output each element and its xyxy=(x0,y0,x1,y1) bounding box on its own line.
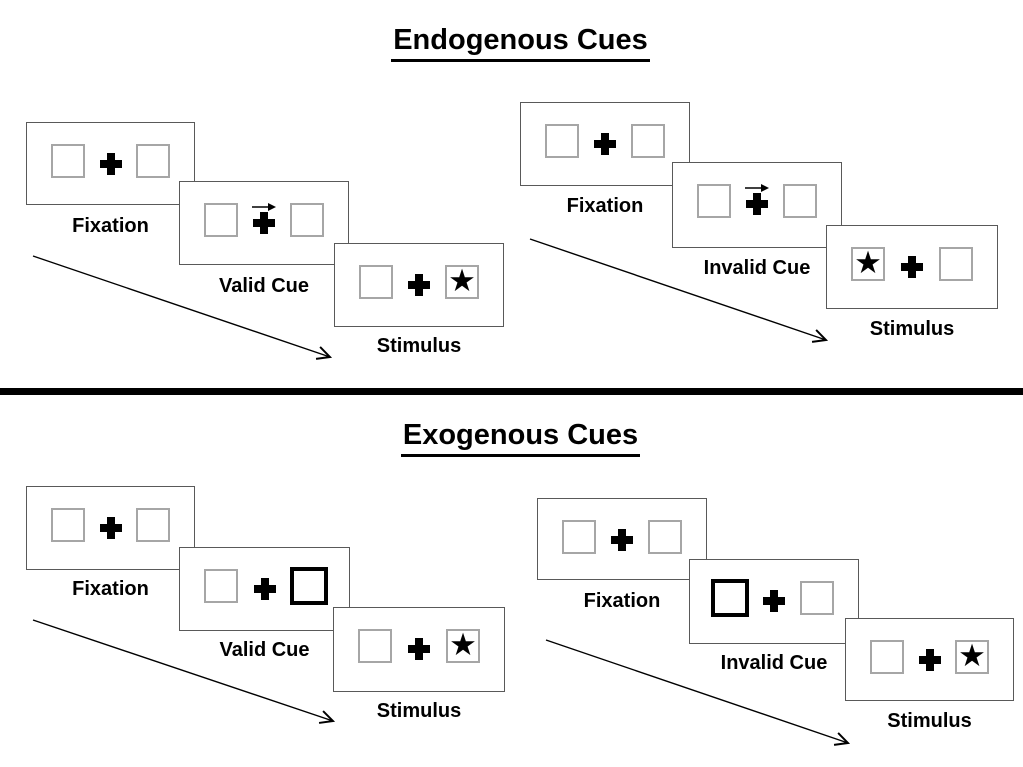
panel-label: Valid Cue xyxy=(219,639,310,661)
panel-valid-cue xyxy=(179,547,350,631)
panel-invalid-cue xyxy=(689,559,859,644)
panel-label: Fixation xyxy=(566,195,644,217)
timeline-arrow xyxy=(32,255,333,360)
section-title-endogenous: Endogenous Cues xyxy=(0,24,1023,62)
placeholder-box-left xyxy=(51,508,85,542)
star-icon: ★ xyxy=(448,263,476,298)
timeline-arrow xyxy=(32,619,336,724)
panel-invalid-cue xyxy=(672,162,842,248)
placeholder-box-left xyxy=(870,640,904,674)
cue-arrow-icon xyxy=(745,184,769,192)
section-title-text: Endogenous Cues xyxy=(391,24,650,62)
panel-label: Fixation xyxy=(583,590,661,612)
section-title-text: Exogenous Cues xyxy=(400,419,641,457)
placeholder-box-left xyxy=(562,520,596,554)
section-divider xyxy=(0,388,1023,395)
panel-fixation xyxy=(26,486,195,570)
timeline-arrow xyxy=(529,238,829,343)
placeholder-box-left xyxy=(204,569,238,603)
panel-label: Invalid Cue xyxy=(703,257,811,279)
fixation-cross-icon xyxy=(594,133,616,155)
placeholder-box-left xyxy=(358,629,392,663)
fixation-cross-icon xyxy=(408,274,430,296)
panel-label: Fixation xyxy=(72,215,149,237)
placeholder-box-right xyxy=(136,508,170,542)
placeholder-box-left xyxy=(545,124,579,158)
fixation-cross-icon xyxy=(611,529,633,551)
fixation-cross-icon xyxy=(253,578,276,600)
target-box: ★ xyxy=(851,247,885,281)
fixation-cross-icon xyxy=(763,590,785,612)
target-box: ★ xyxy=(955,640,989,674)
star-icon: ★ xyxy=(854,245,882,280)
section-title-exogenous: Exogenous Cues xyxy=(0,419,1023,457)
placeholder-box-right xyxy=(631,124,665,158)
placeholder-box-right xyxy=(290,203,324,237)
panel-label: Stimulus xyxy=(869,318,955,340)
placeholder-box-right xyxy=(800,581,834,615)
panel-label: Stimulus xyxy=(887,710,972,732)
placeholder-box-right xyxy=(136,144,170,178)
fixation-cross-icon xyxy=(99,517,122,539)
target-box: ★ xyxy=(446,629,480,663)
placeholder-box-right xyxy=(939,247,973,281)
panel-label: Stimulus xyxy=(376,700,462,722)
fixation-cross-icon xyxy=(901,256,923,278)
placeholder-box-right xyxy=(783,184,817,218)
panel-stimulus: ★ xyxy=(845,618,1014,701)
target-box: ★ xyxy=(445,265,479,299)
panel-stimulus: ★ xyxy=(333,607,505,692)
panel-fixation xyxy=(26,122,195,205)
cue-box-left xyxy=(711,579,749,617)
cue-box-right xyxy=(290,567,328,605)
fixation-cross-icon xyxy=(918,649,941,671)
panel-label: Invalid Cue xyxy=(720,652,828,674)
panel-fixation xyxy=(520,102,690,186)
panel-label: Valid Cue xyxy=(218,275,310,297)
placeholder-box-left xyxy=(697,184,731,218)
panel-fixation xyxy=(537,498,707,580)
fixation-cross-icon xyxy=(99,153,122,175)
placeholder-box-right xyxy=(648,520,682,554)
fixation-cross-icon xyxy=(746,193,768,215)
fixation-cross-icon xyxy=(253,212,275,234)
star-icon: ★ xyxy=(958,638,986,673)
star-icon: ★ xyxy=(449,627,477,662)
placeholder-box-left xyxy=(359,265,393,299)
panel-stimulus: ★ xyxy=(826,225,998,309)
panel-label: Fixation xyxy=(72,578,149,600)
cue-arrow-icon xyxy=(252,203,276,211)
placeholder-box-left xyxy=(204,203,238,237)
panel-label: Stimulus xyxy=(376,335,462,357)
fixation-cross-icon xyxy=(408,638,430,660)
panel-valid-cue xyxy=(179,181,349,265)
placeholder-box-left xyxy=(51,144,85,178)
panel-stimulus: ★ xyxy=(334,243,504,327)
